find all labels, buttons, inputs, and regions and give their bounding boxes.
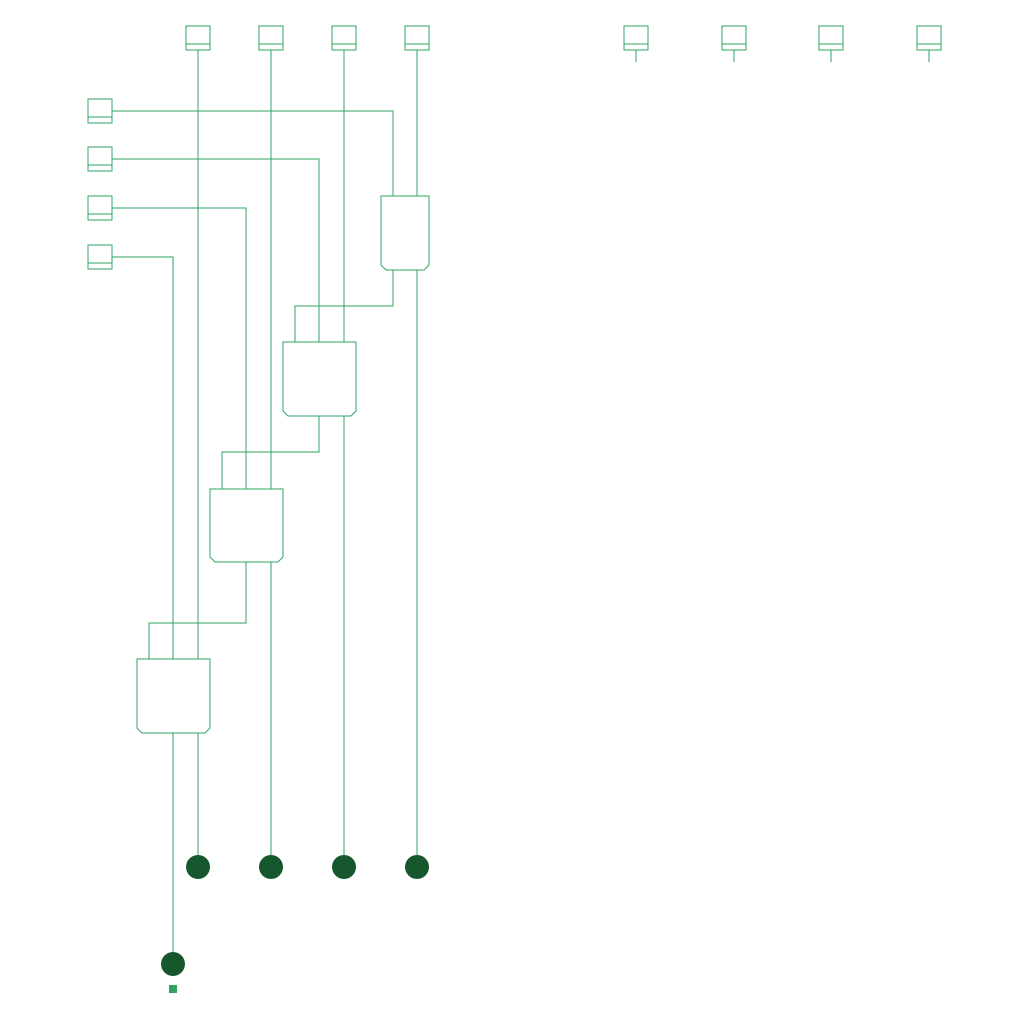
wire-left-input-2 (112, 158, 320, 342)
gate-4[interactable] (136, 658, 211, 734)
final-output-node[interactable] (161, 952, 185, 976)
gates (136, 195, 430, 734)
top-input-3[interactable] (331, 25, 357, 51)
left-input-3[interactable] (87, 195, 113, 221)
gate-3[interactable] (209, 488, 284, 563)
wire-left-input-3 (112, 207, 247, 489)
wire-layer (112, 50, 418, 952)
output-marker (169, 985, 177, 993)
spare-inputs (623, 25, 942, 62)
spare-input-1[interactable] (623, 25, 649, 62)
top-input-1[interactable] (185, 25, 211, 51)
wire-gate3-to-gate4 (148, 562, 247, 659)
gate-2[interactable] (282, 341, 357, 417)
output-nodes (161, 855, 429, 976)
spare-input-4[interactable] (916, 25, 942, 62)
output-node-3[interactable] (332, 855, 356, 879)
gate-1[interactable] (380, 195, 430, 271)
left-inputs (87, 98, 113, 270)
top-inputs (185, 25, 430, 51)
left-input-2[interactable] (87, 146, 113, 172)
output-node-2[interactable] (259, 855, 283, 879)
spare-input-3[interactable] (818, 25, 844, 62)
wire-left-input-4 (112, 256, 174, 659)
wire-left-input-1 (112, 110, 394, 196)
output-node-1[interactable] (186, 855, 210, 879)
output-node-4[interactable] (405, 855, 429, 879)
top-input-4[interactable] (404, 25, 430, 51)
left-input-4[interactable] (87, 244, 113, 270)
top-input-2[interactable] (258, 25, 284, 51)
left-input-1[interactable] (87, 98, 113, 124)
wire-gate1-to-gate2 (294, 270, 394, 342)
spare-input-2[interactable] (721, 25, 747, 62)
wire-gate2-to-gate3 (221, 416, 320, 489)
